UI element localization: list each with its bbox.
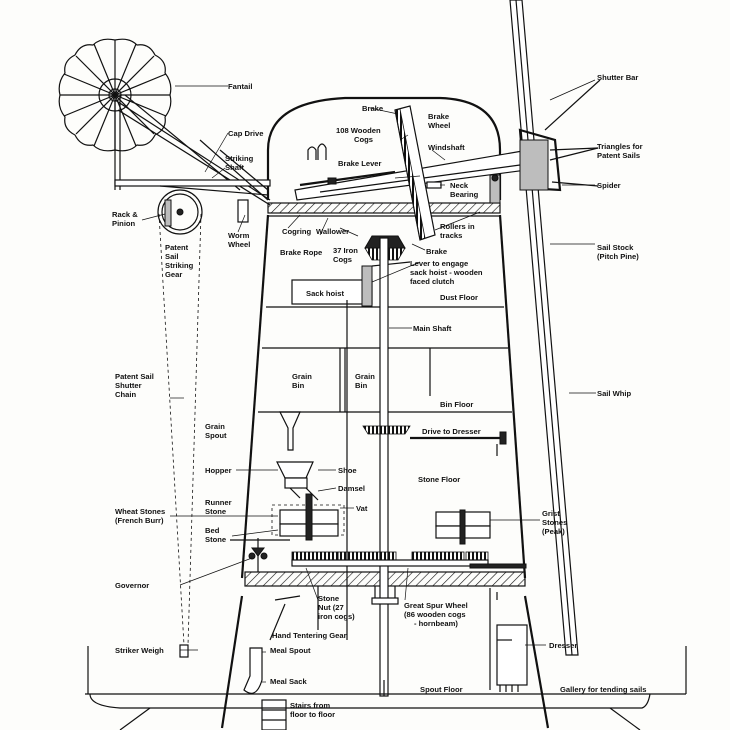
label-sack-hoist: Sack hoist [306, 289, 344, 298]
label-hopper: Hopper [205, 466, 232, 475]
label-windshaft: Windshaft [428, 143, 465, 152]
label-bin-floor: Bin Floor [440, 400, 473, 409]
label-striker-weigh: Striker Weigh [115, 646, 164, 655]
label-brake-lever: Brake Lever [338, 159, 382, 168]
label-wallower: Wallower [316, 227, 349, 236]
label-stone-floor: Stone Floor [418, 475, 460, 484]
striking-gear [157, 189, 249, 235]
label-cogring: Cogring [282, 227, 311, 236]
label-sail-whip: Sail Whip [597, 389, 632, 398]
governor [230, 538, 290, 572]
gallery [85, 646, 687, 730]
label-brake-lower: Brake [426, 247, 447, 256]
tower-wall-right [498, 214, 527, 579]
tower-walls [220, 96, 550, 729]
leader-lines [141, 79, 596, 683]
striker-weight [179, 644, 189, 658]
label-gallery: Gallery for tending sails [560, 685, 647, 694]
label-sail-stock: Sail Stock(Pitch Pine) [597, 243, 639, 261]
label-vat: Vat [356, 504, 368, 513]
label-wheat-stones: Wheat Stones(French Burr) [115, 507, 165, 525]
label-shutter-bar: Shutter Bar [597, 73, 638, 82]
brake-wheel [394, 105, 436, 241]
label-dresser: Dresser [549, 641, 577, 650]
label-great-spur-wheel: Great Spur Wheel(86 wooden cogs- hornbea… [404, 601, 468, 628]
label-spider: Spider [597, 181, 621, 190]
cap-drive [114, 139, 271, 201]
label-meal-spout: Meal Spout [270, 646, 311, 655]
label-drive-to-dresser: Drive to Dresser [422, 427, 481, 436]
label-main-shaft: Main Shaft [413, 324, 452, 333]
fantail [58, 38, 271, 206]
grain-bins [279, 348, 431, 451]
label-spout-floor: Spout Floor [420, 685, 463, 694]
label-cap-drive: Cap Drive [228, 129, 263, 138]
label-rack-pinion: Rack &Pinion [112, 210, 138, 228]
cap-curb [267, 202, 501, 217]
tower-wall-left [240, 214, 270, 579]
label-hand-tentering-gear: Hand Tentering Gear [272, 631, 347, 640]
wheat-stones [271, 493, 345, 541]
label-fantail: Fantail [228, 82, 252, 91]
label-brake-rope: Brake Rope [280, 248, 322, 257]
label-governor: Governor [115, 581, 149, 590]
dresser-drive [362, 425, 507, 456]
label-dust-floor: Dust Floor [440, 293, 478, 302]
label-shoe: Shoe [338, 466, 357, 475]
label-brake: Brake [362, 104, 383, 113]
lower-floor [243, 586, 528, 730]
sack-hoist [291, 261, 411, 307]
label-meal-sack: Meal Sack [270, 677, 308, 686]
cap-dome [266, 96, 502, 200]
wallower [364, 235, 406, 261]
grist-stones [435, 509, 491, 545]
label-damsel: Damsel [338, 484, 365, 493]
great-spur-wheel [291, 551, 527, 569]
shutter-chain [158, 213, 202, 658]
sail-stock [509, 0, 601, 656]
